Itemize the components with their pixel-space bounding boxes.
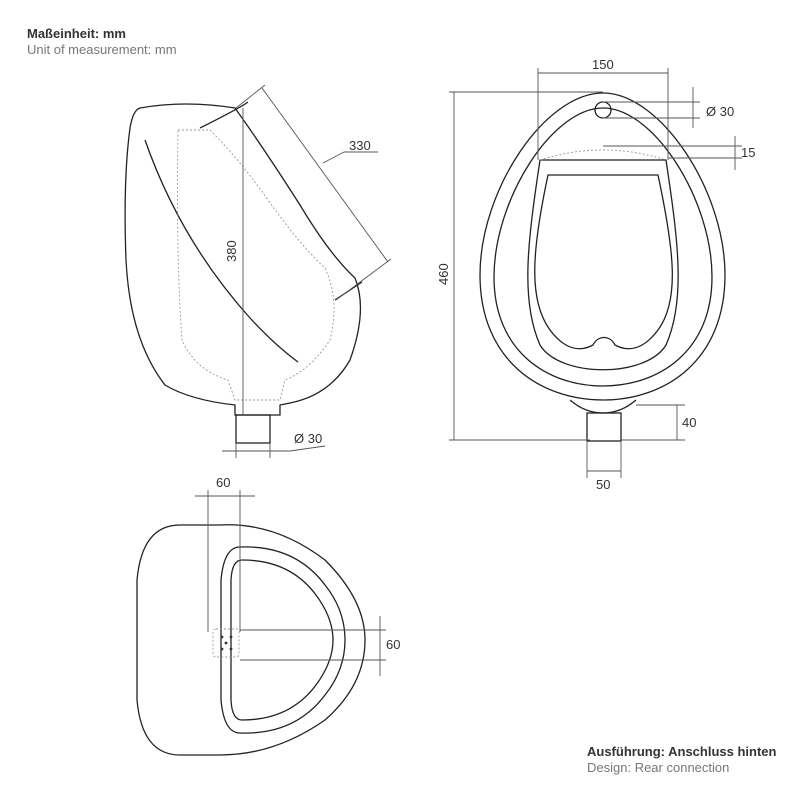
dim-line-depth	[261, 87, 389, 263]
top-view-inlet-dot-3	[224, 641, 228, 645]
dim-rim-label: 15	[741, 145, 755, 160]
side-view-body-outline	[124, 103, 362, 416]
side-view-hidden-bowl	[177, 129, 335, 401]
design-label-de: Ausführung: Anschluss hinten	[587, 744, 777, 759]
dim-offset-x-label: 60	[216, 475, 230, 490]
ext-line-depth-a	[235, 84, 266, 109]
front-view-outer-shell	[479, 92, 726, 401]
front-view-inner-shell	[493, 107, 713, 387]
front-view-base	[569, 399, 637, 414]
dim-outlet-height-label: 40	[682, 415, 696, 430]
front-view-outlet-pipe	[586, 412, 622, 442]
top-view-rim	[220, 546, 346, 734]
top-view-inlet-dot-1	[220, 635, 224, 639]
top-view: 60 60	[136, 475, 400, 756]
dim-total-height-label: 460	[436, 263, 451, 285]
unit-label-en: Unit of measurement: mm	[27, 42, 177, 57]
dim-offset-y-label: 60	[386, 637, 400, 652]
top-view-inlet-dot-5	[229, 647, 233, 651]
top-view-inlet-dot-4	[220, 647, 224, 651]
side-view-outlet-pipe	[235, 414, 271, 444]
dim-outlet-width-label: 50	[596, 477, 610, 492]
front-view: 150 Ø 30 15 460 40 50	[436, 57, 755, 492]
side-view-inner-curve	[144, 139, 299, 363]
front-view-bowl	[534, 174, 673, 350]
dim-width-top-label: 150	[592, 57, 614, 72]
front-view-hidden-spreader	[539, 149, 667, 161]
design-label-en: Design: Rear connection	[587, 760, 730, 775]
dim-inlet-label: Ø 30	[706, 104, 734, 119]
top-view-inlet-dot-2	[229, 635, 233, 639]
dim-depth-label: 330	[349, 138, 371, 153]
front-view-rim-band	[527, 159, 679, 371]
dim-outlet-label: Ø 30	[294, 431, 322, 446]
leader-depth	[322, 151, 345, 164]
dim-height-label: 380	[224, 240, 239, 262]
top-view-bowl	[230, 559, 334, 721]
side-view-rim-line	[199, 101, 249, 129]
leader-outlet	[289, 445, 326, 452]
top-view-inlet-grid	[212, 628, 240, 658]
ext-line-depth-b	[335, 258, 392, 301]
side-view: 330 380 Ø 30	[124, 84, 392, 458]
unit-label-de: Maßeinheit: mm	[27, 26, 126, 41]
top-view-outer-shell	[136, 524, 366, 756]
front-view-inlet-hole	[594, 101, 612, 119]
